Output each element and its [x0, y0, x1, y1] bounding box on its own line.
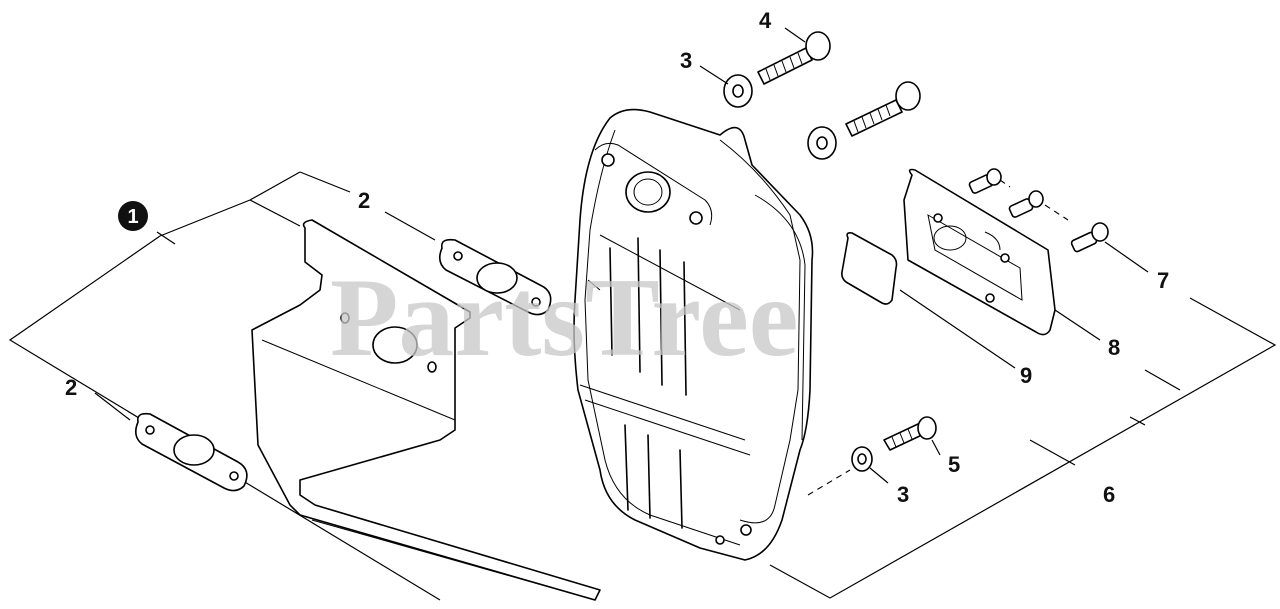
gasket-lower [134, 412, 248, 492]
bolt-4-upper [757, 31, 831, 85]
callout-badge-label: 1 [127, 206, 138, 228]
callout-badge-1: 1 [118, 201, 148, 231]
washer-3-bottom [851, 446, 873, 472]
callout-8: 8 [1108, 335, 1120, 360]
washer-3-upper [723, 74, 753, 108]
deflector-plate [903, 168, 1056, 336]
gasket-upper [438, 238, 552, 316]
callout-3-lower: 3 [897, 482, 909, 507]
partstree-watermark: PartsTree [330, 256, 799, 380]
callout-9: 9 [1020, 363, 1032, 388]
callout-4: 4 [759, 8, 772, 33]
callout-6: 6 [1103, 482, 1115, 507]
screw-7c [1070, 222, 1109, 253]
screen-gasket [841, 232, 898, 305]
callout-2-upper: 2 [358, 188, 370, 213]
washer-3-lower [807, 126, 837, 160]
callout-3-upper: 3 [680, 48, 692, 73]
leader-lines [94, 27, 1149, 484]
screw-7b [1008, 190, 1044, 218]
screw-7a [968, 168, 1002, 194]
assembly-bracket-1 [8, 171, 441, 601]
bolt-4-lower [845, 81, 921, 137]
callout-7: 7 [1157, 268, 1169, 293]
muffler-body [573, 108, 814, 561]
bolt-5 [883, 416, 937, 451]
callout-5: 5 [948, 452, 960, 477]
callout-2-lower: 2 [65, 375, 77, 400]
assembly-bracket-6 [769, 297, 1277, 599]
heat-shield [251, 219, 601, 601]
